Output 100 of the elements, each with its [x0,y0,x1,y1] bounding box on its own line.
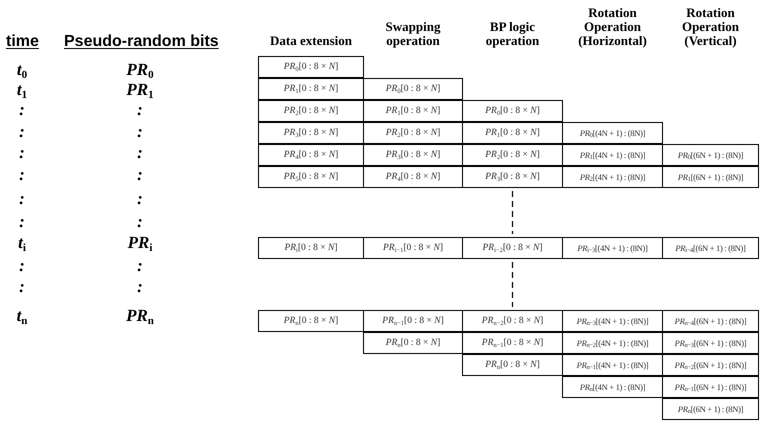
pseudo-random-label: : [137,144,143,162]
cell-text: PR$_{n−2}$[0 : 8 × N] [482,314,544,328]
cell-text: PR$_{n−1}$[(6N + 1) : (8N)] [674,380,746,394]
column-heading: Swapping operation [384,18,442,48]
column-heading: BP logic operation [484,18,540,48]
cell-text: PR$_{1}$[0 : 8 × N] [386,104,440,118]
cell-text: PR$_{0}$[(6N + 1) : (8N)] [678,148,744,162]
data-cell [258,144,364,166]
cell-text: PR$_{n−2}$[(6N + 1) : (8N)] [674,358,746,372]
cell-text: PR$_{n−3}$[(4N + 1) : (8N)] [576,314,648,328]
data-cell [363,166,463,188]
cell-text: PR$_{3}$[0 : 8 × N] [284,126,338,140]
cell-text: PR$_{0}$[(4N + 1) : (8N)] [580,126,646,140]
pseudo-random-label: : [137,213,143,231]
data-cell [462,122,563,144]
cell-text: PR$_{1}$[0 : 8 × N] [485,126,540,140]
pseudo-random-label: : [137,166,143,184]
pseudo-random-label: : [137,101,143,119]
cell-text: PR$_{n}$[(4N + 1) : (8N)] [580,380,646,394]
cell-text: PR$_{2}$[0 : 8 × N] [485,148,540,162]
data-cell [562,376,663,398]
continuation-dashed-line [512,262,514,307]
data-cell [462,332,563,354]
data-cell [562,332,663,354]
cell-text: PR$_{i}$[0 : 8 × N] [284,242,338,256]
data-cell [258,166,364,188]
cell-text: PR$_{4}$[0 : 8 × N] [386,170,440,184]
cell-text: PR$_{3}$[0 : 8 × N] [485,170,540,184]
data-cell [562,144,663,166]
data-cell [662,166,759,188]
data-cell [363,100,463,122]
column-heading: time [6,32,39,52]
pseudo-random-label: PR$_{i}$ [128,234,152,252]
cell-text: PR$_{3}$[0 : 8 × N] [386,148,440,162]
time-label: t$_{n}$ [16,307,28,325]
cell-text: PR$_{0}$[0 : 8 × N] [485,104,540,118]
time-label: : [19,144,25,162]
data-cell [462,354,563,376]
cell-text: PR$_{n}$[0 : 8 × N] [284,314,338,328]
time-label: : [19,166,25,184]
cell-text: PR$_{2}$[0 : 8 × N] [386,126,440,140]
cell-text: PR$_{n}$[0 : 8 × N] [386,336,440,350]
cell-text: PR$_{n−2}$[(4N + 1) : (8N)] [576,336,648,350]
cell-text: PR$_{4}$[0 : 8 × N] [284,148,338,162]
column-heading: Data extension [269,32,353,48]
data-cell [363,144,463,166]
pseudo-random-label: : [137,257,143,275]
data-cell [462,237,563,259]
column-heading: Pseudo-random bits [64,32,219,52]
time-label: : [19,278,25,296]
cell-text: PR$_{n}$[0 : 8 × N] [485,358,540,372]
cell-text: PR$_{n−1}$[0 : 8 × N] [482,336,544,350]
cell-text: PR$_{i−1}$[0 : 8 × N] [382,242,444,256]
cell-text: PR$_{i−2}$[0 : 8 × N] [482,242,543,256]
data-cell [258,78,364,100]
time-label: t$_{i}$ [18,234,26,252]
cell-text: PR$_{n−4}$[(6N + 1) : (8N)] [674,314,746,328]
data-cell [562,310,663,332]
data-cell [462,310,563,332]
column-heading: Rotation Operation (Horizontal) [577,4,648,48]
pseudo-random-label: PR$_{n}$ [126,307,154,325]
time-label: t$_{1}$ [16,81,28,99]
data-cell [363,122,463,144]
data-cell [662,310,759,332]
cell-text: PR$_{1}$[0 : 8 × N] [284,82,338,96]
pseudo-random-label: : [137,190,143,208]
cell-text: PR$_{0}$[0 : 8 × N] [284,60,338,74]
data-cell [258,310,364,332]
cell-text: PR$_{2}$[(4N + 1) : (8N)] [580,170,646,184]
data-cell [662,354,759,376]
time-label: t$_{0}$ [16,61,28,79]
cell-text: PR$_{5}$[0 : 8 × N] [284,170,338,184]
cell-text: PR$_{n−1}$[(4N + 1) : (8N)] [576,358,648,372]
cell-text: PR$_{i−3}$[(4N + 1) : (8N)] [577,242,648,254]
continuation-dashed-line [512,191,514,234]
cell-text: PR$_{0}$[0 : 8 × N] [386,82,440,96]
cell-text: PR$_{1}$[(4N + 1) : (8N)] [580,148,646,162]
column-heading: Rotation Operation (Vertical) [680,4,740,48]
data-cell [462,166,563,188]
data-cell [562,237,663,259]
cell-text: PR$_{1}$[(6N + 1) : (8N)] [678,170,744,184]
time-label: : [19,190,25,208]
data-cell [662,144,759,166]
cell-text: PR$_{i−4}$[(6N + 1) : (8N)] [675,242,746,254]
pseudo-random-label: : [137,278,143,296]
data-cell [662,398,759,420]
data-cell [258,122,364,144]
data-cell [662,237,759,259]
data-cell [462,144,563,166]
data-cell [258,56,364,78]
time-label: : [19,213,25,231]
data-cell [363,237,463,259]
pseudo-random-label: PR$_{0}$ [126,61,154,79]
data-cell [258,237,364,259]
cell-text: PR$_{n}$[(6N + 1) : (8N)] [678,402,744,416]
time-label: : [19,101,25,119]
data-cell [562,166,663,188]
time-label: : [19,123,25,141]
data-cell [662,332,759,354]
data-cell [363,78,463,100]
